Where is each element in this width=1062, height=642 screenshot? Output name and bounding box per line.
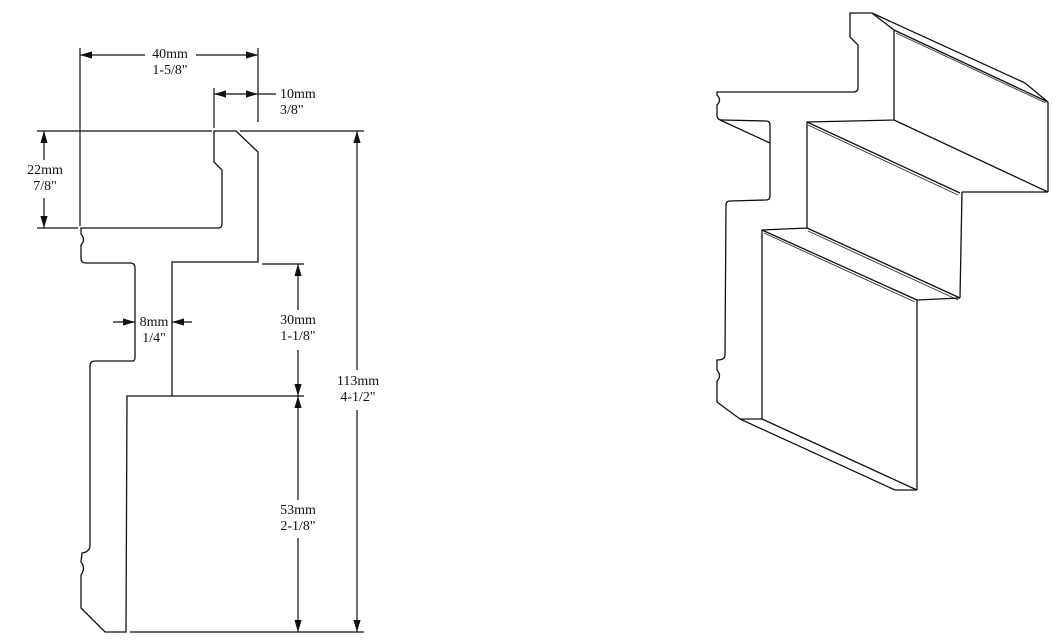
stem-height-imperial: 1-1/8" (280, 329, 316, 344)
width-imperial: 1-5/8" (152, 63, 188, 78)
width-dimension-label: 40mm 1-5/8" (145, 47, 195, 79)
stem-height-dimension-label: 30mm 1-1/8" (272, 313, 324, 345)
stem-width-dimension-label: 8mm 1/4" (137, 315, 171, 347)
stem-width-metric: 8mm (139, 315, 169, 330)
cross-section-profile (80, 130, 259, 633)
lip-imperial: 3/8" (280, 103, 304, 118)
total-height-metric: 113mm (336, 374, 380, 389)
bottom-height-metric: 53mm (280, 503, 316, 518)
dimension-lines (40, 51, 361, 632)
bottom-height-dimension-label: 53mm 2-1/8" (272, 503, 324, 535)
isometric-view (716, 12, 1049, 491)
iso-front-face (716, 12, 895, 420)
stem-height-metric: 30mm (280, 313, 316, 328)
extension-lines (37, 48, 364, 633)
total-height-dimension-label: 113mm 4-1/2" (334, 374, 382, 406)
lip-dimension-label: 10mm 3/8" (280, 87, 316, 119)
bottom-height-imperial: 2-1/8" (280, 519, 316, 534)
lip-metric: 10mm (280, 87, 316, 102)
top-height-dimension-label: 22mm 7/8" (22, 163, 68, 195)
total-height-imperial: 4-1/2" (340, 390, 376, 405)
stem-width-imperial: 1/4" (142, 331, 166, 346)
top-height-imperial: 7/8" (33, 179, 57, 194)
width-metric: 40mm (152, 47, 188, 62)
top-height-metric: 22mm (27, 163, 63, 178)
